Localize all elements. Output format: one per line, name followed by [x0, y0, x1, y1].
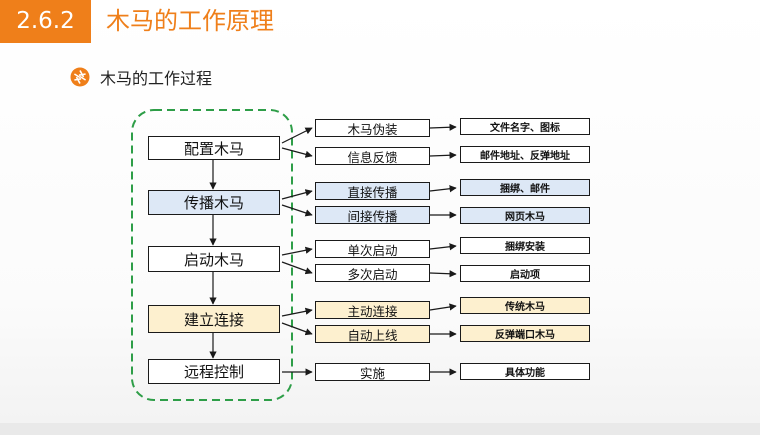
method-info-feedback: 信息反馈 — [315, 147, 430, 165]
stage-configure-trojan: 配置木马 — [148, 136, 280, 160]
method-indirect-spread: 间接传播 — [315, 206, 430, 224]
section-number: 2.6.2 — [0, 0, 91, 43]
detail-file-name-icon: 文件名字、图标 — [460, 118, 590, 135]
detail-specific-functions: 具体功能 — [460, 363, 590, 380]
arrow-s1-m2 — [281, 147, 313, 158]
arrow-s2-m1 — [281, 189, 313, 200]
arrow-m-d-7 — [429, 303, 457, 311]
aperture-icon — [70, 67, 90, 87]
subtitle-row: 木马的工作过程 — [70, 64, 212, 90]
detail-bundle-mail: 捆绑、邮件 — [460, 179, 590, 196]
subtitle-text: 木马的工作过程 — [100, 69, 213, 88]
arrow-s1-m1 — [281, 127, 313, 144]
arrow-m-d-5 — [429, 243, 457, 251]
method-auto-online: 自动上线 — [315, 325, 430, 343]
detail-bundle-install: 捆绑安装 — [460, 237, 590, 254]
method-trojan-disguise: 木马伪装 — [315, 119, 430, 137]
stage-remote-control: 远程控制 — [148, 359, 280, 384]
arrow-s3-m1 — [281, 246, 313, 256]
detail-mail-reverse-address: 邮件地址、反弹地址 — [460, 146, 590, 163]
page-title: 木马的工作原理 — [106, 7, 274, 35]
method-multiple-start: 多次启动 — [315, 264, 430, 282]
method-direct-spread: 直接传播 — [315, 182, 430, 200]
stage-spread-trojan: 传播木马 — [148, 190, 280, 215]
arrow-m-d-2 — [429, 151, 457, 159]
stages-dashed-frame — [131, 109, 293, 401]
arrow-m-d-1 — [429, 123, 457, 131]
arrow-s4-m2 — [281, 322, 313, 336]
detail-web-trojan: 网页木马 — [460, 207, 590, 224]
detail-reverse-port-trojan: 反弹端口木马 — [460, 325, 590, 342]
arrow-s4-m1 — [281, 307, 313, 317]
arrow-s2-m2 — [281, 204, 313, 217]
stage-start-trojan: 启动木马 — [148, 246, 280, 272]
arrow-s3-m2 — [281, 261, 313, 275]
method-implement: 实施 — [315, 363, 430, 381]
stage-establish-connection: 建立连接 — [148, 305, 280, 333]
bottom-bar — [0, 423, 760, 435]
arrow-m-d-6 — [429, 270, 457, 278]
method-active-connect: 主动连接 — [315, 301, 430, 319]
method-single-start: 单次启动 — [315, 240, 430, 258]
arrow-m-d-3 — [429, 185, 457, 193]
detail-traditional-trojan: 传统木马 — [460, 297, 590, 314]
detail-startup-item: 启动项 — [460, 265, 590, 282]
